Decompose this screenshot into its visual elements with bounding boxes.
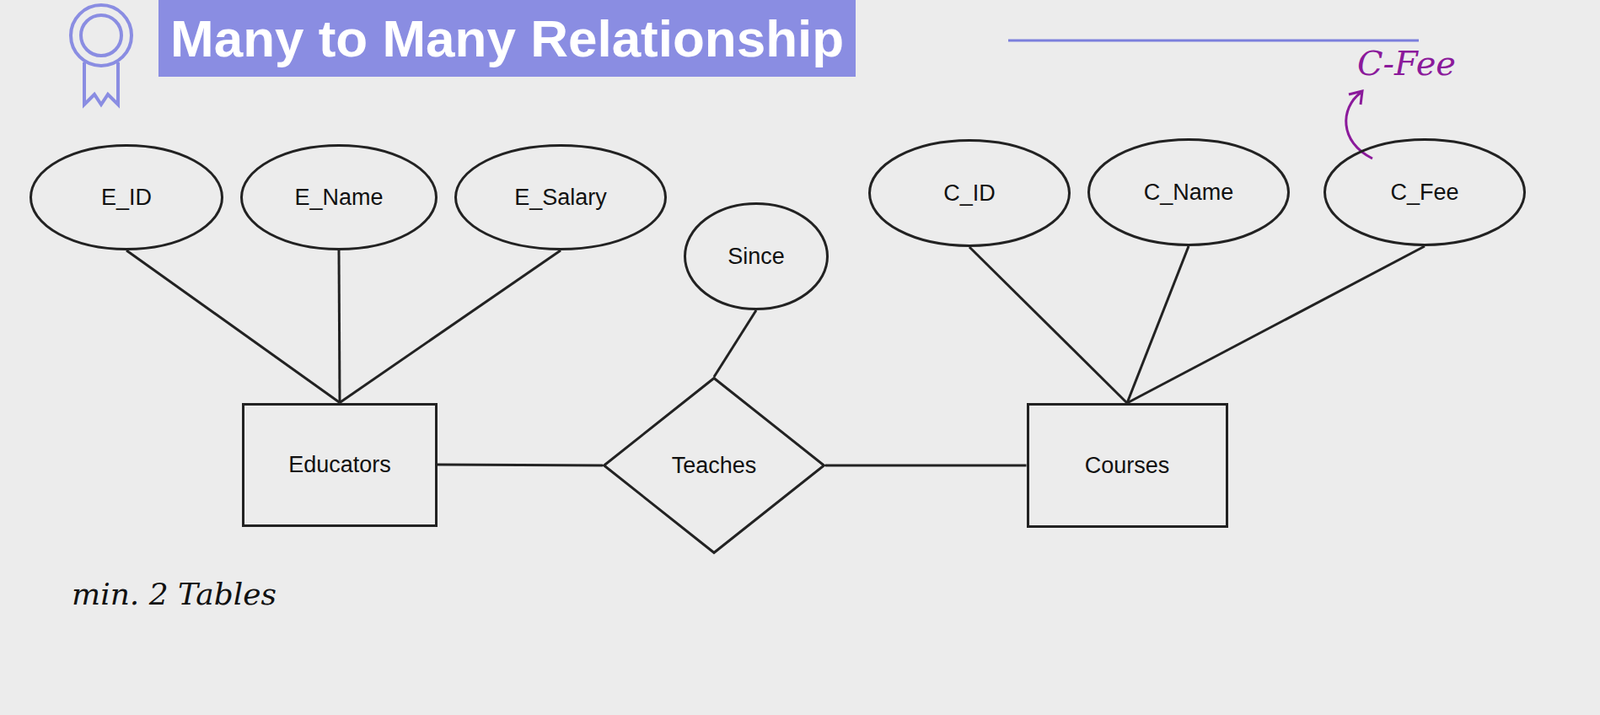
handwritten-note: C-Fee [1357,43,1456,83]
connector-path [714,310,757,377]
connector-line [338,250,340,403]
connector-path [126,250,340,403]
connector-line [1127,246,1425,403]
attribute-ellipse-shape [1325,139,1525,246]
connector-path [969,246,1128,403]
badge-ribbon [84,62,119,105]
connector-path [437,464,603,466]
connector-line [1127,246,1189,403]
node-label: Since [727,243,785,270]
node-label: E_Salary [514,184,607,211]
badge-outer [70,5,132,66]
attribute-ellipse: E_Name [240,144,438,251]
connector-line [437,464,603,466]
attribute-ellipse: C_Name [1087,138,1290,247]
node-label: C_ID [943,180,996,207]
badge-icon [70,5,132,105]
entity-box: Courses [1026,402,1229,528]
connector-line [126,250,340,403]
node-label: Educators [288,451,392,478]
attribute-ellipse-shape [869,140,1070,247]
attribute-ellipse-shape [685,204,828,310]
node-label: C_Name [1143,179,1235,206]
attribute-ellipse: E_Salary [454,144,667,251]
connector-path [1127,246,1425,403]
attribute-ellipse-shape [456,145,666,250]
connector-path [339,250,561,403]
node-label: E_Name [294,184,383,211]
entity-box: Educators [241,402,438,527]
title-band: Many to Many Relationship [158,0,856,77]
relationship-diamond: Teaches [602,376,826,554]
connector-path [338,250,340,403]
attribute-ellipse: C_ID [868,139,1071,247]
attribute-ellipse-shape [31,145,223,250]
title-rule [1008,39,1419,43]
attribute-ellipse: C_Fee [1323,138,1526,247]
node-label: C_Fee [1390,179,1459,206]
handwritten-note: min. 2 Tables [71,576,277,612]
callout-arrowhead [1348,91,1363,105]
attribute-ellipse-shape [1089,139,1289,246]
node-label: Teaches [671,452,758,479]
attribute-ellipse-shape [241,145,437,250]
badge-inner [80,15,122,56]
connector-path [1127,246,1189,403]
connector-line [969,246,1128,403]
connector-path [825,464,1027,468]
connector-line [825,465,1027,467]
node-label: E_ID [101,184,152,211]
node-label: Courses [1084,452,1171,479]
attribute-ellipse: Since [683,202,829,311]
relationship-diamond-shape [604,378,825,554]
connector-line [714,310,757,377]
attribute-ellipse: E_ID [29,144,224,251]
connector-line [339,250,561,403]
